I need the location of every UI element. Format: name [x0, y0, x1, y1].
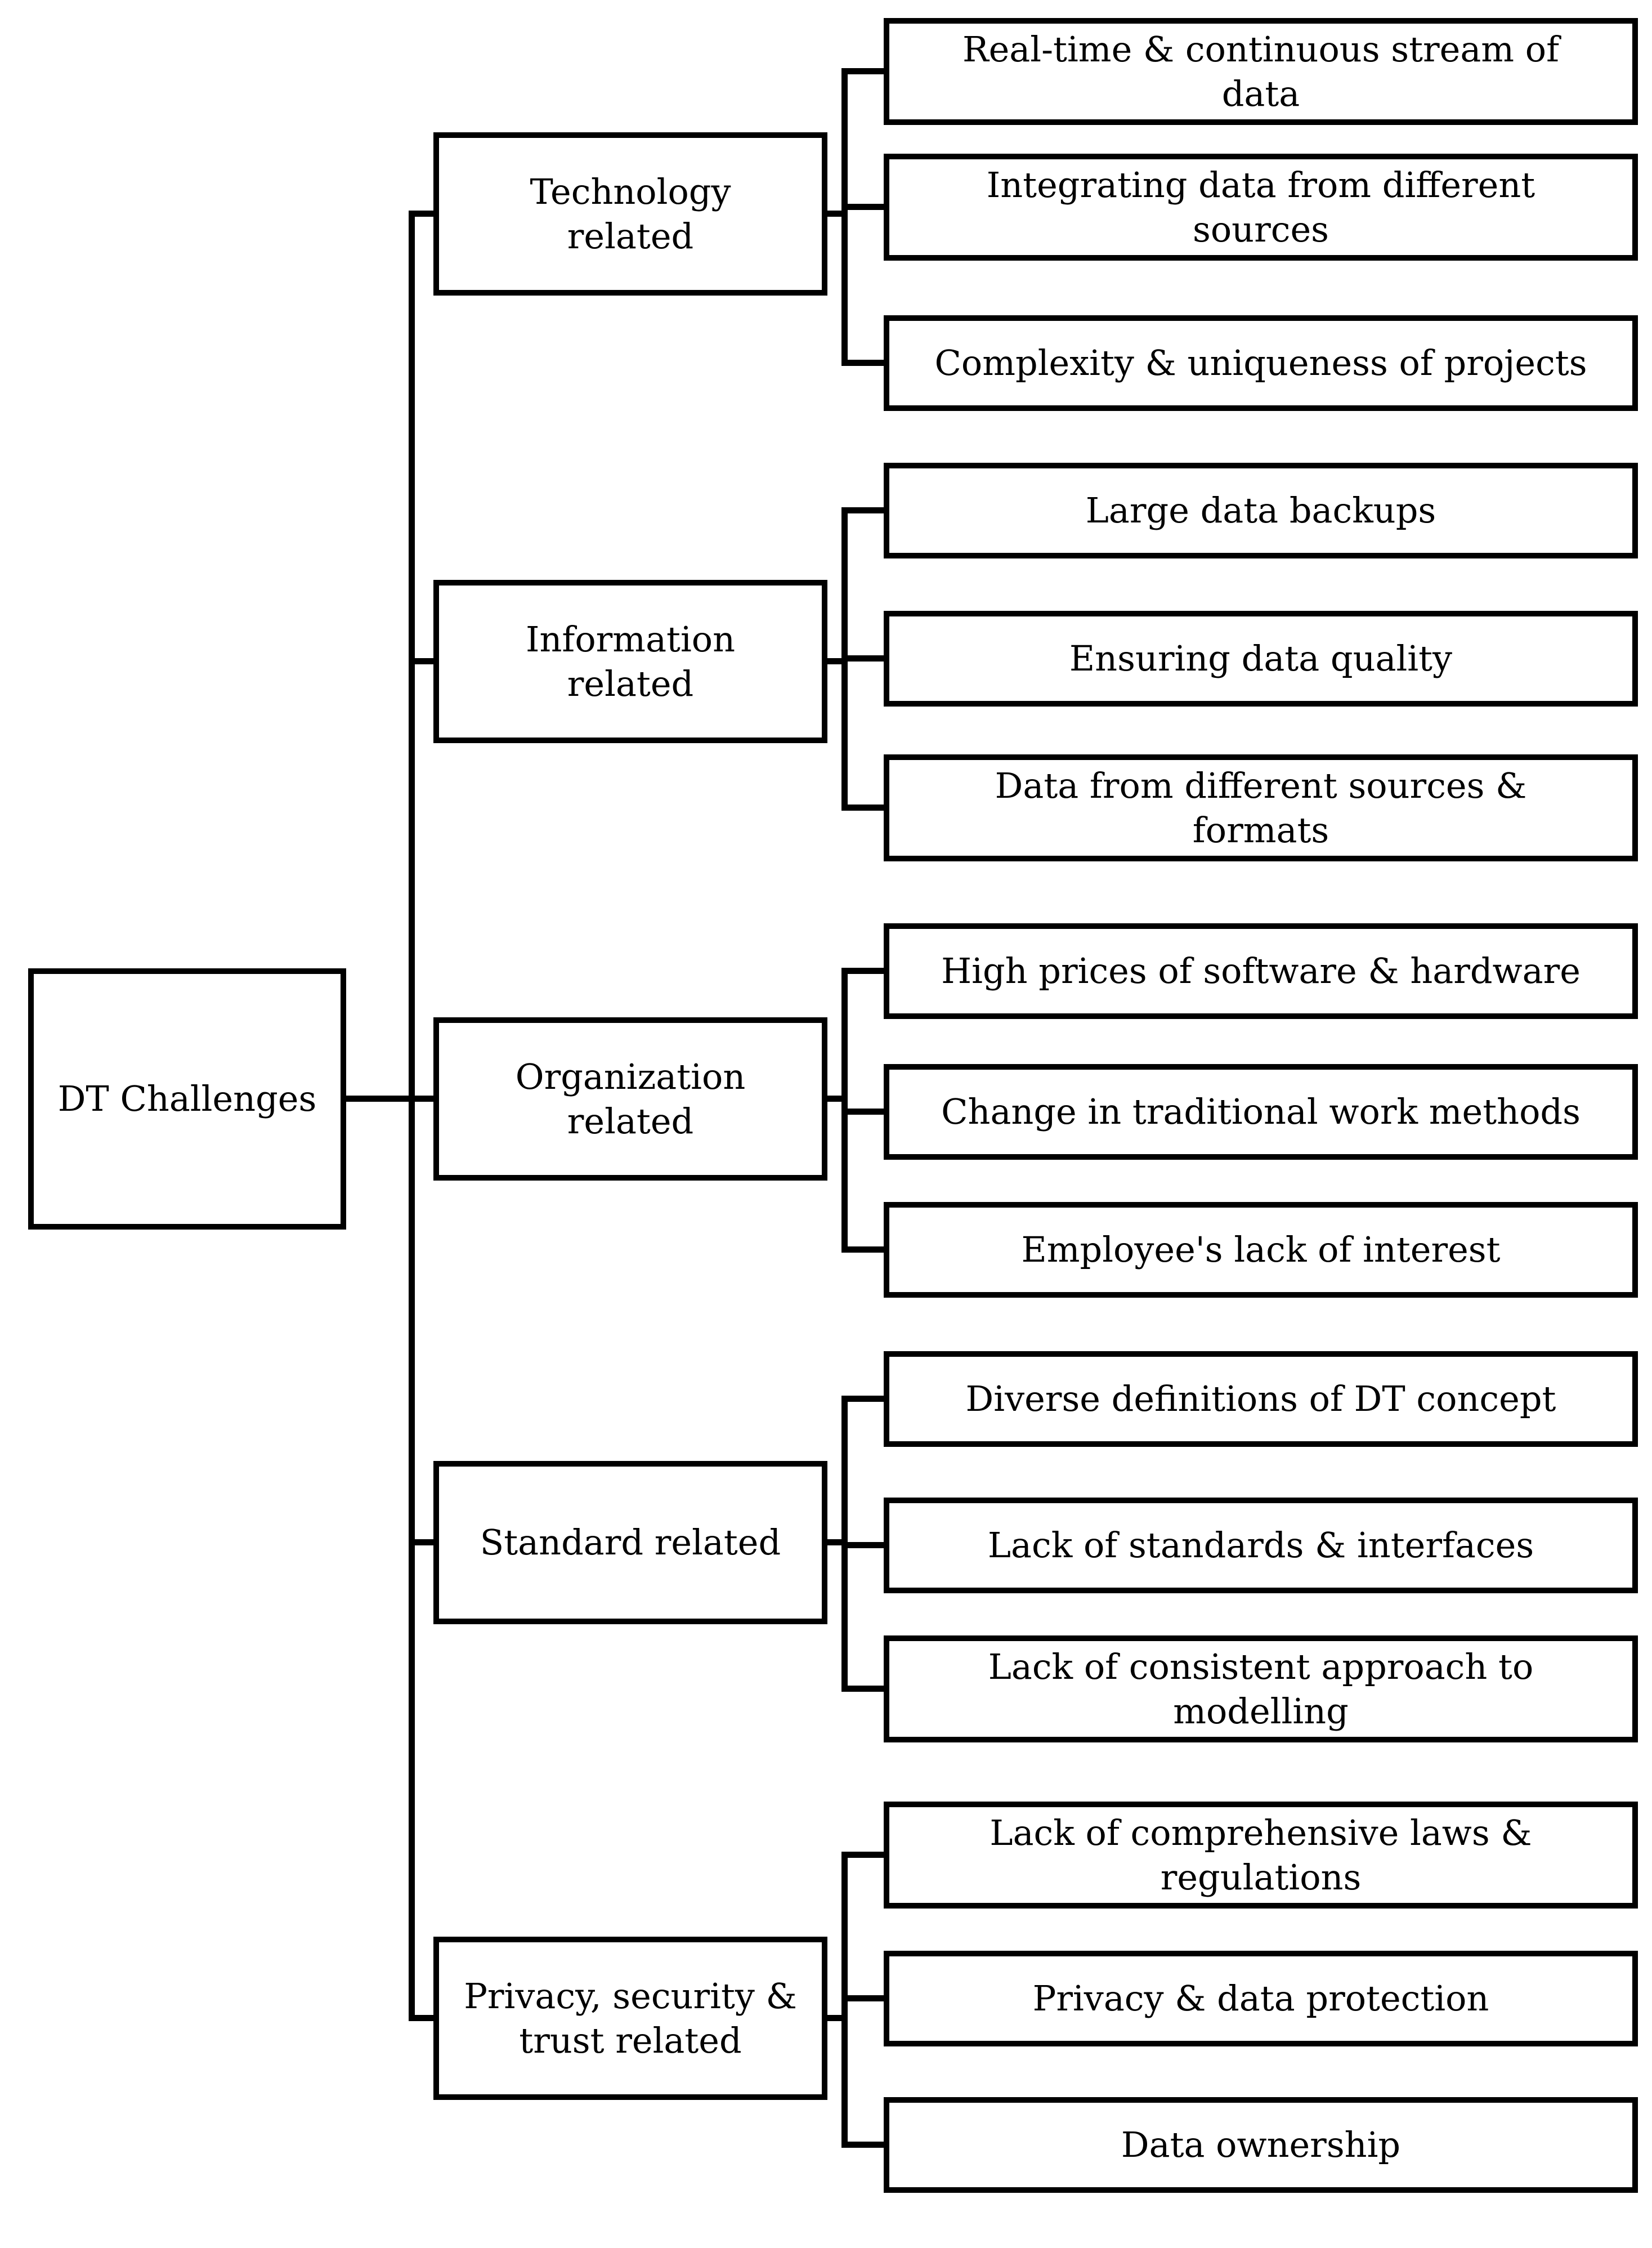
- leaf-box-employee-lack-interest: Employee's lack of interest: [884, 1202, 1638, 1298]
- category-box-standard: Standard related: [433, 1461, 827, 1624]
- leaf-box-lack-laws-regulations: Lack of comprehensive laws & regulations: [884, 1802, 1638, 1909]
- leaf-box-privacy-data-protection: Privacy & data protection: [884, 1951, 1638, 2046]
- stub-privacy-left: [409, 2015, 433, 2021]
- stub-leaf-integrating-data: [841, 204, 884, 210]
- category-box-information: Information related: [433, 580, 827, 743]
- connector-root-to-organization: [346, 1096, 433, 1102]
- trunk-line: [409, 211, 415, 2021]
- stub-leaf-lack-laws-regulations: [841, 1852, 884, 1858]
- category-box-organization: Organization related: [433, 1017, 827, 1181]
- stub-standard-left: [409, 1539, 433, 1545]
- leaf-box-diverse-definitions: Diverse definitions of DT concept: [884, 1351, 1638, 1447]
- stub-organization-right: [827, 1096, 848, 1102]
- stub-leaf-employee-lack-interest: [841, 1246, 884, 1253]
- stub-leaf-high-prices: [841, 968, 884, 974]
- leaf-box-ensuring-data-quality: Ensuring data quality: [884, 611, 1638, 707]
- stub-information-left: [409, 658, 433, 664]
- stub-leaf-lack-standards-interfaces: [841, 1542, 884, 1548]
- stub-leaf-large-data-backups: [841, 507, 884, 513]
- leaf-box-high-prices: High prices of software & hardware: [884, 923, 1638, 1019]
- category-box-technology: Technology related: [433, 132, 827, 296]
- stub-leaf-ensuring-data-quality: [841, 655, 884, 662]
- stub-leaf-change-work-methods: [841, 1109, 884, 1115]
- stub-leaf-diverse-definitions: [841, 1396, 884, 1402]
- leaf-box-large-data-backups: Large data backups: [884, 463, 1638, 558]
- stub-leaf-complexity-uniqueness: [841, 360, 884, 366]
- root-box-dt-challenges: DT Challenges: [28, 968, 346, 1230]
- leaf-box-lack-consistent-modelling: Lack of consistent approach to modelling: [884, 1635, 1638, 1742]
- stub-leaf-data-ownership: [841, 2142, 884, 2148]
- group-rail-technology: [841, 68, 848, 366]
- stub-leaf-lack-consistent-modelling: [841, 1686, 884, 1692]
- stub-leaf-privacy-data-protection: [841, 1995, 884, 2001]
- leaf-box-change-work-methods: Change in traditional work methods: [884, 1064, 1638, 1160]
- stub-leaf-data-sources-formats: [841, 805, 884, 811]
- stub-standard-right: [827, 1539, 848, 1545]
- stub-leaf-realtime-stream: [841, 68, 884, 74]
- category-box-privacy-security-trust: Privacy, security & trust related: [433, 1937, 827, 2100]
- stub-technology-left: [409, 211, 433, 217]
- leaf-box-data-ownership: Data ownership: [884, 2097, 1638, 2193]
- leaf-box-data-sources-formats: Data from different sources & formats: [884, 754, 1638, 861]
- stub-information-right: [827, 658, 848, 664]
- leaf-box-complexity-uniqueness: Complexity & uniqueness of projects: [884, 315, 1638, 411]
- leaf-box-lack-standards-interfaces: Lack of standards & interfaces: [884, 1498, 1638, 1593]
- stub-technology-right: [827, 211, 848, 217]
- stub-privacy-right: [827, 2015, 848, 2021]
- leaf-box-integrating-data: Integrating data from different sources: [884, 154, 1638, 261]
- leaf-box-realtime-stream: Real-time & continuous stream of data: [884, 18, 1638, 125]
